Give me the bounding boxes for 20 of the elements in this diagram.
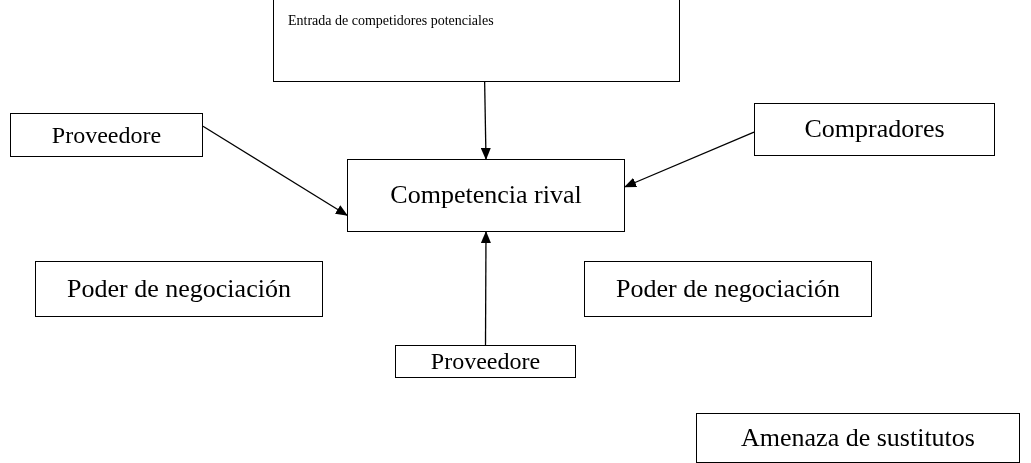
text-box xyxy=(395,345,576,378)
text-box xyxy=(10,113,203,157)
box-label: Proveedore xyxy=(430,348,541,375)
text-box xyxy=(754,103,995,156)
text-box xyxy=(347,159,625,232)
box-label: Amenaza de sustitutos xyxy=(741,423,975,453)
arrow xyxy=(624,131,755,188)
text-box xyxy=(584,261,872,317)
text-box xyxy=(696,413,1020,463)
arrow xyxy=(480,231,491,346)
arrow xyxy=(202,125,348,216)
box-label: Compradores xyxy=(804,115,945,144)
text-box xyxy=(273,0,680,82)
box-label: Entrada de competidores potenciales xyxy=(288,13,494,29)
box-label: Poder de negociación xyxy=(67,274,291,304)
text-box xyxy=(35,261,323,317)
arrow xyxy=(480,81,491,160)
box-label: Poder de negociación xyxy=(616,274,840,304)
box-label: Competencia rival xyxy=(390,181,582,210)
box-label: Proveedore xyxy=(51,121,162,149)
